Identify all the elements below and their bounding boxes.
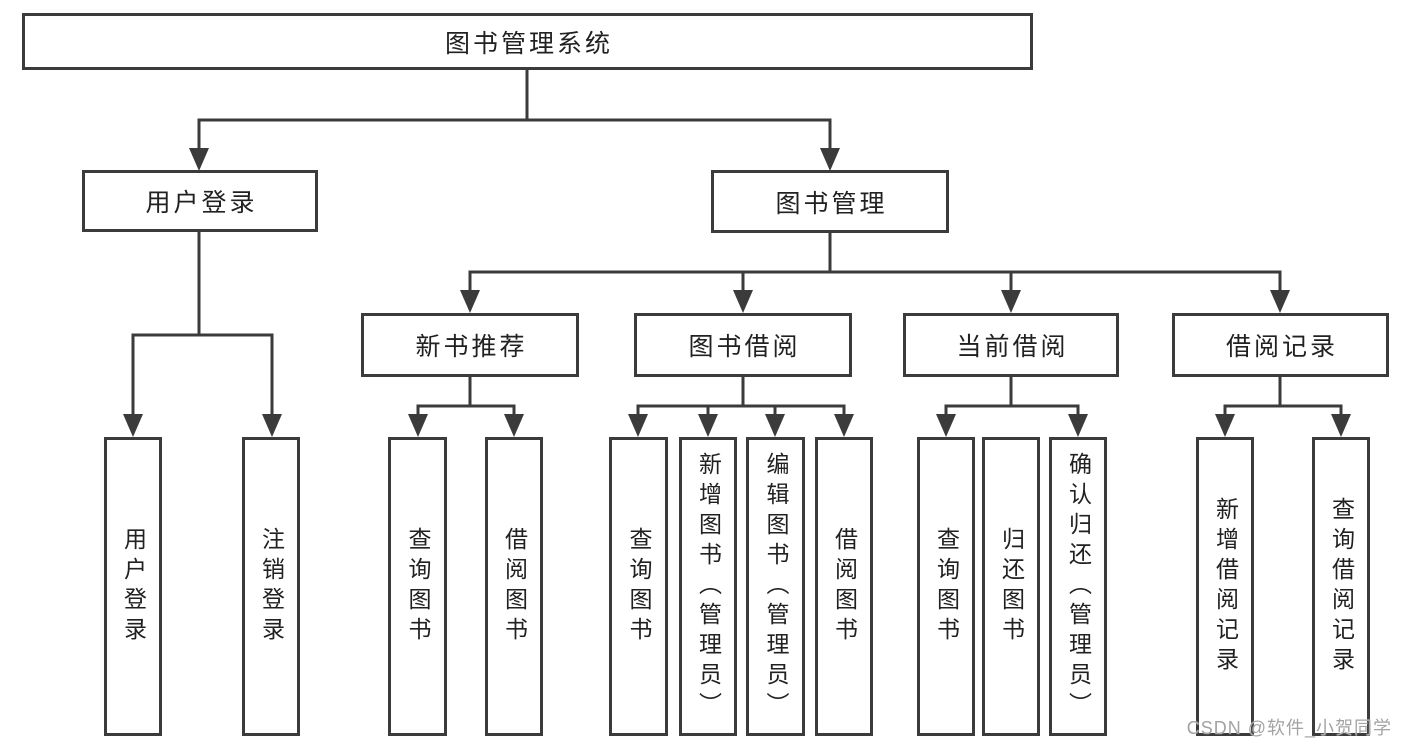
leaf-query-borrow-record-label: 查询借阅记录: [1328, 496, 1355, 677]
node-user-login: 用户登录: [82, 170, 318, 232]
leaf-recommend-borrow-books: 借阅图书: [485, 437, 543, 736]
leaf-return-books-label: 归还图书: [998, 526, 1025, 647]
leaf-current-query-books-label: 查询图书: [933, 526, 960, 647]
leaf-return-books: 归还图书: [982, 437, 1040, 736]
node-current-borrow-label: 当前借阅: [956, 333, 1069, 361]
leaf-logout: 注销登录: [242, 437, 300, 736]
csdn-watermark: CSDN @软件_小贺同学: [1186, 718, 1392, 738]
leaf-add-borrow-record-label: 新增借阅记录: [1212, 496, 1239, 677]
node-borrow-records-label: 借阅记录: [1225, 333, 1338, 361]
leaf-confirm-return-admin: 确认归还（管理员）: [1049, 437, 1107, 736]
arrowhead-icons: [123, 148, 1351, 437]
leaf-user-login: 用户登录: [104, 437, 162, 736]
leaf-borrow-query-books-label: 查询图书: [626, 526, 652, 647]
node-book-borrow-label: 图书借阅: [688, 333, 801, 361]
leaf-logout-label: 注销登录: [258, 526, 285, 647]
leaf-edit-books-admin-label: 编辑图书（管理员）: [763, 451, 789, 722]
node-root-system: 图书管理系统: [22, 13, 1033, 70]
leaf-borrow-books: 借阅图书: [815, 437, 873, 736]
leaf-edit-books-admin: 编辑图书（管理员）: [746, 437, 805, 736]
leaf-query-borrow-record: 查询借阅记录: [1312, 437, 1370, 736]
leaf-recommend-query-books: 查询图书: [388, 437, 447, 736]
leaf-recommend-query-books-label: 查询图书: [405, 526, 431, 647]
leaf-user-login-label: 用户登录: [120, 526, 147, 647]
leaf-add-borrow-record: 新增借阅记录: [1196, 437, 1254, 736]
node-root-label: 图书管理系统: [444, 29, 613, 58]
leaf-confirm-return-admin-label: 确认归还（管理员）: [1065, 451, 1092, 722]
node-borrow-records: 借阅记录: [1172, 313, 1389, 377]
leaf-borrow-query-books: 查询图书: [609, 437, 668, 736]
node-book-management-label: 图书管理: [775, 189, 888, 218]
node-new-book-recommend: 新书推荐: [361, 313, 579, 377]
node-user-login-label: 用户登录: [145, 189, 258, 217]
node-book-management: 图书管理: [711, 170, 949, 233]
leaf-add-books-admin-label: 新增图书（管理员）: [695, 451, 722, 722]
leaf-recommend-borrow-books-label: 借阅图书: [501, 526, 528, 647]
leaf-add-books-admin: 新增图书（管理员）: [679, 437, 737, 736]
node-book-borrow: 图书借阅: [634, 313, 852, 377]
leaf-current-query-books: 查询图书: [917, 437, 975, 736]
node-current-borrow: 当前借阅: [903, 313, 1119, 377]
node-new-book-recommend-label: 新书推荐: [415, 333, 528, 361]
leaf-borrow-books-label: 借阅图书: [831, 526, 858, 647]
